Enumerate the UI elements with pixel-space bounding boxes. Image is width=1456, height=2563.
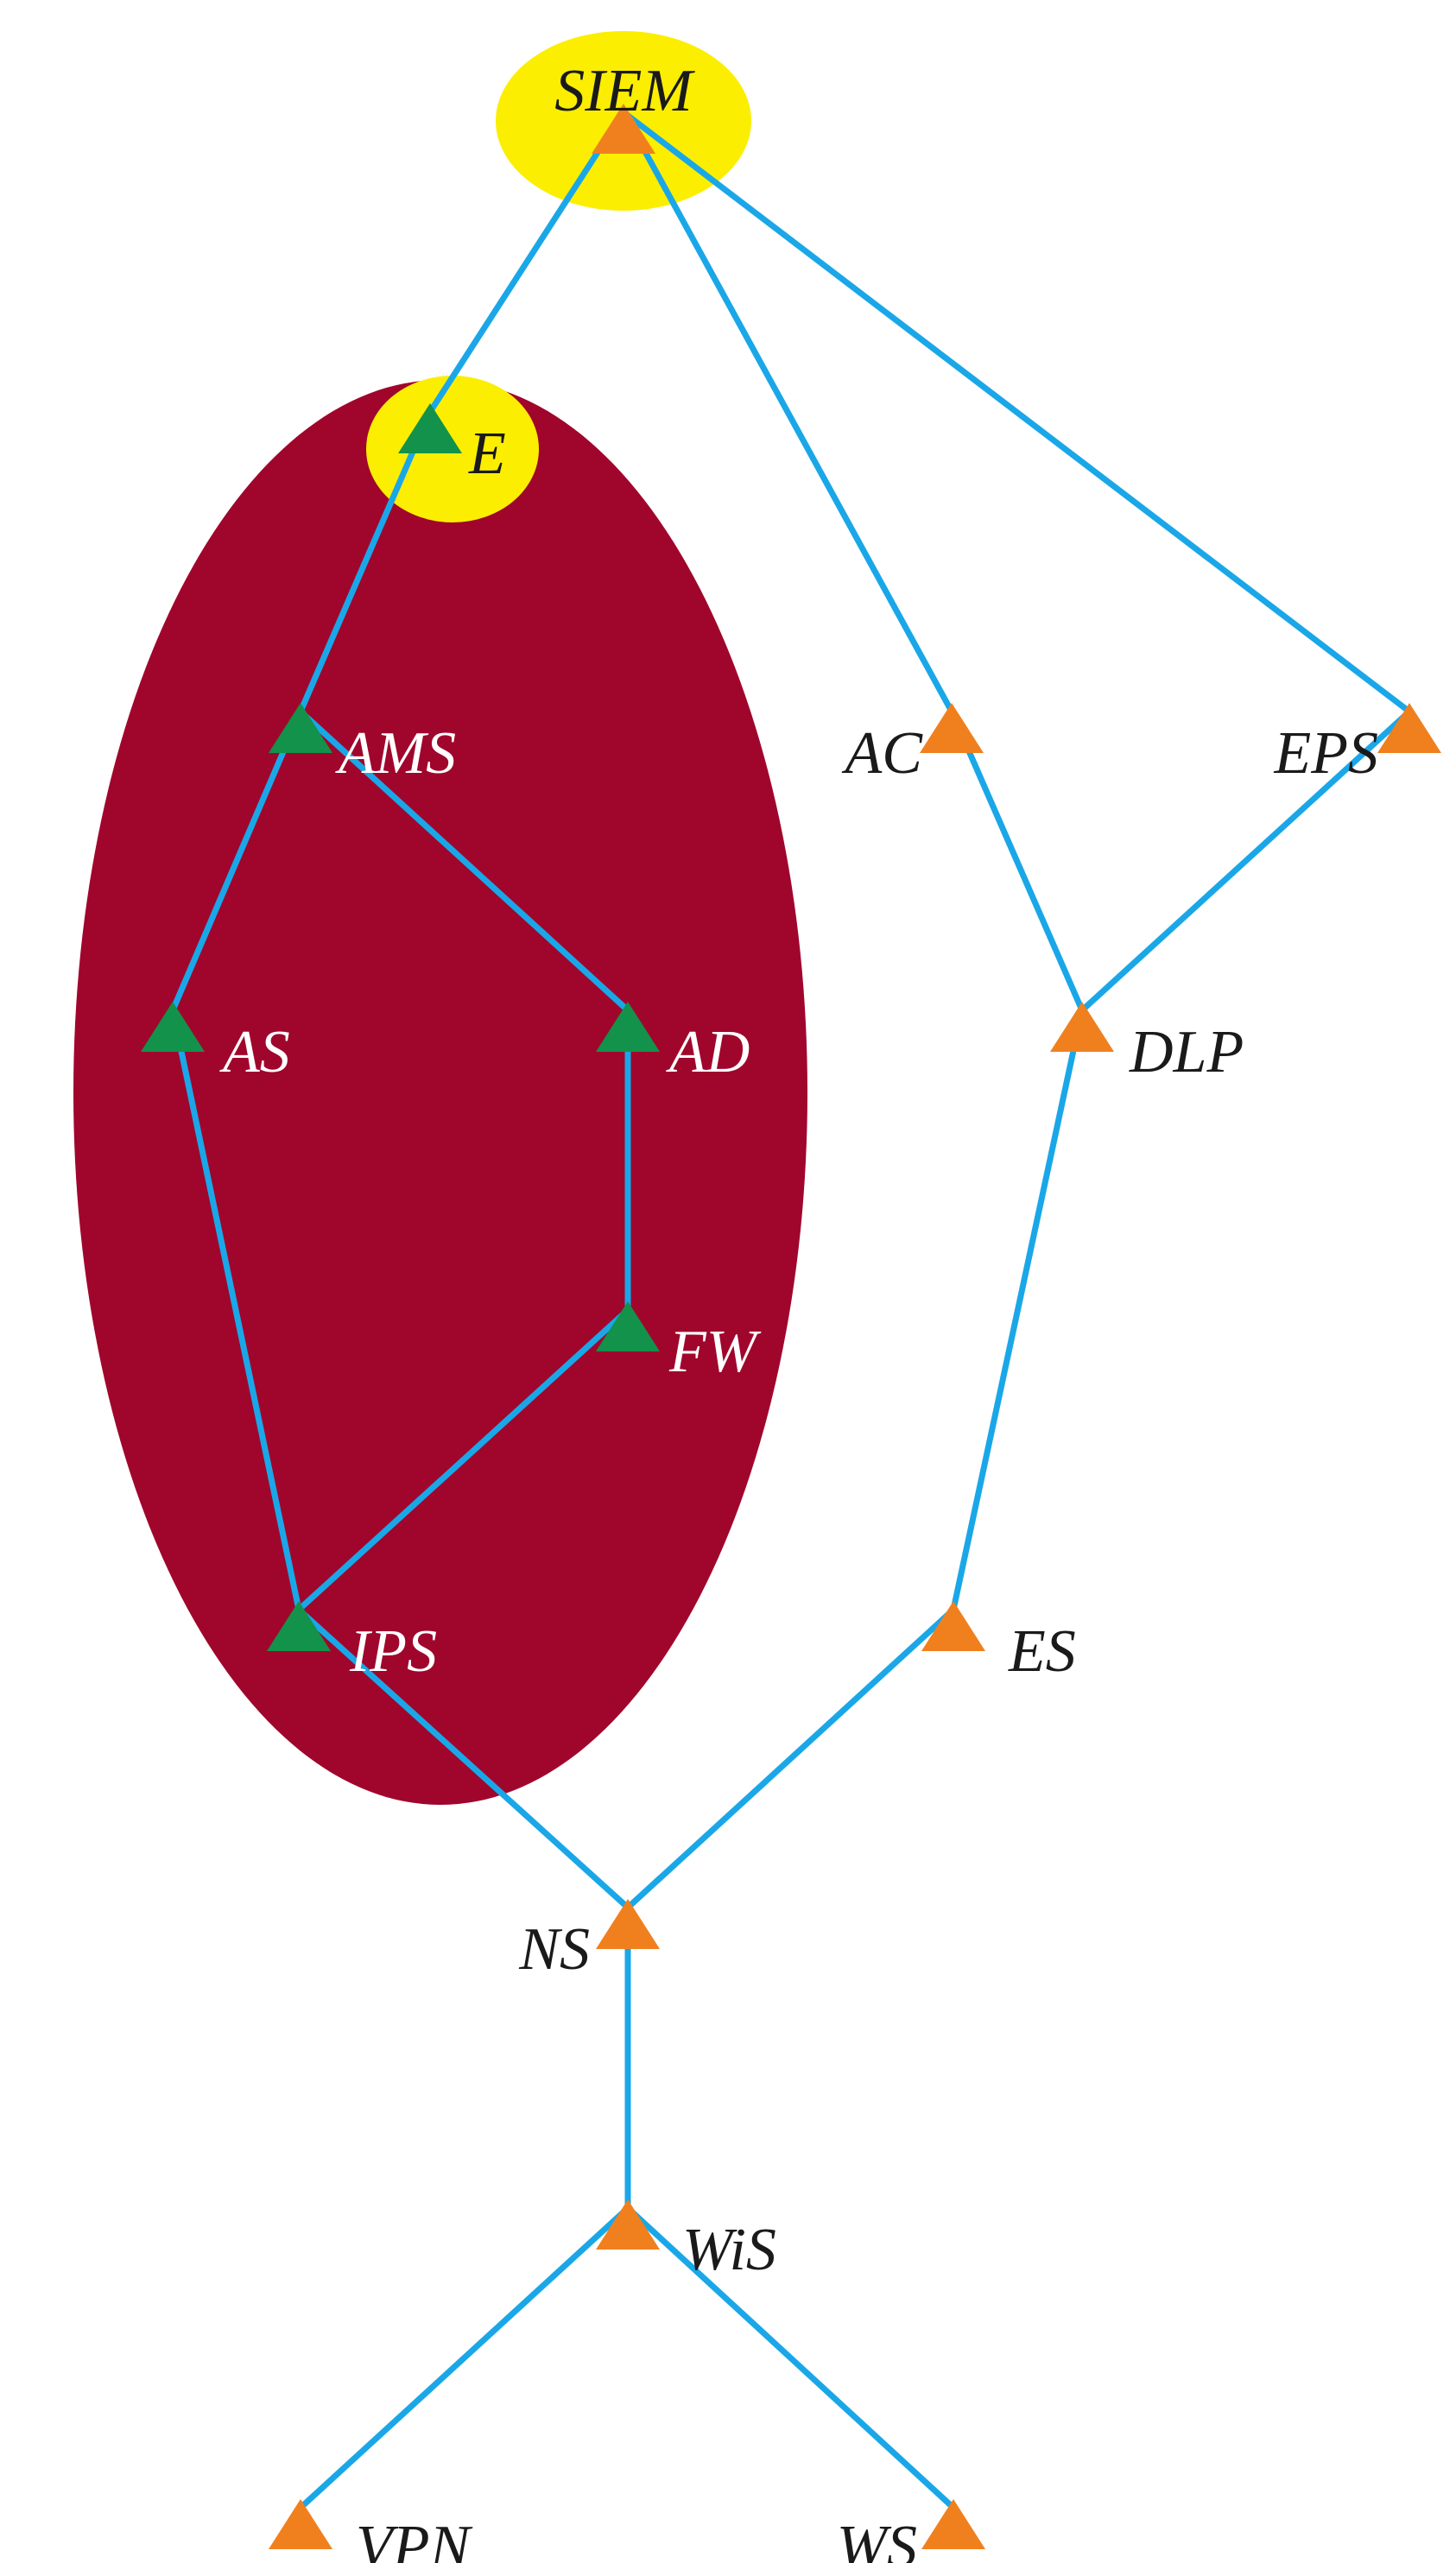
e-triangle-marker — [398, 403, 462, 453]
as-triangle-marker — [141, 1002, 205, 1052]
vpn-triangle-marker — [269, 2499, 332, 2549]
edges-layer — [169, 109, 1413, 2511]
edge-dlp-es — [950, 1007, 1086, 1613]
as-label: AS — [219, 1019, 290, 1085]
edge-siem-eps — [620, 109, 1413, 715]
edge-ams-as — [169, 708, 304, 1014]
edge-siem-e — [427, 109, 627, 415]
e-label: E — [468, 421, 506, 487]
ws-triangle-marker — [921, 2499, 985, 2549]
fw-triangle-marker — [596, 1301, 660, 1351]
ad-label: AD — [666, 1019, 750, 1085]
node-ips: IPS — [267, 1601, 437, 1685]
ac-label: AC — [842, 720, 924, 787]
siem-triangle-marker — [592, 104, 655, 154]
node-e: E — [398, 403, 506, 487]
nodes-layer: SIEM E AMS AS AD FW IPS AC EPS DLP ES NS WiS VPN WS — [141, 58, 1441, 2563]
node-ams: AMS — [269, 703, 456, 787]
edge-wis-ws — [624, 2205, 957, 2511]
ams-triangle-marker — [269, 703, 332, 753]
wis-triangle-marker — [596, 2199, 660, 2250]
edge-ac-dlp — [948, 708, 1086, 1014]
node-ad: AD — [596, 1002, 750, 1085]
node-siem: SIEM — [554, 58, 695, 154]
node-dlp: DLP — [1050, 1002, 1244, 1085]
node-as: AS — [141, 1002, 290, 1085]
edge-fw-ips — [295, 1307, 631, 1613]
edge-ips-ns — [295, 1606, 631, 1911]
dlp-triangle-marker — [1050, 1002, 1114, 1052]
edge-es-ns — [624, 1606, 957, 1911]
eps-triangle-marker — [1377, 703, 1441, 753]
ams-label: AMS — [335, 720, 456, 787]
es-label: ES — [1008, 1618, 1076, 1685]
eps-label: EPS — [1273, 720, 1378, 787]
edge-e-ams — [297, 408, 434, 715]
edge-eps-dlp — [1079, 708, 1413, 1014]
node-ws: WS — [837, 2499, 985, 2563]
siem-label: SIEM — [554, 58, 695, 124]
ac-triangle-marker — [920, 703, 984, 753]
ns-label: NS — [518, 1916, 590, 1983]
node-vpn: VPN — [269, 2499, 473, 2563]
node-eps: EPS — [1273, 703, 1441, 787]
dlp-label: DLP — [1129, 1019, 1244, 1085]
highlighted-region — [73, 380, 807, 1805]
edge-ams-ad — [297, 708, 631, 1014]
ad-triangle-marker — [596, 1002, 660, 1052]
ips-label: IPS — [349, 1618, 437, 1685]
fw-label: FW — [668, 1319, 762, 1385]
es-triangle-marker — [921, 1601, 985, 1651]
wis-label: WiS — [682, 2217, 776, 2283]
node-wis: WiS — [596, 2199, 776, 2283]
node-fw: FW — [596, 1301, 762, 1385]
vpn-label: VPN — [356, 2514, 473, 2563]
node-es: ES — [921, 1601, 1076, 1685]
edge-as-ips — [169, 1007, 302, 1613]
edge-wis-vpn — [297, 2205, 631, 2511]
node-ac: AC — [842, 703, 984, 787]
node-ns: NS — [518, 1899, 660, 1983]
edge-siem-ac — [620, 109, 955, 715]
ips-triangle-marker — [267, 1601, 331, 1651]
ws-label: WS — [837, 2514, 917, 2563]
ns-triangle-marker — [596, 1899, 660, 1949]
